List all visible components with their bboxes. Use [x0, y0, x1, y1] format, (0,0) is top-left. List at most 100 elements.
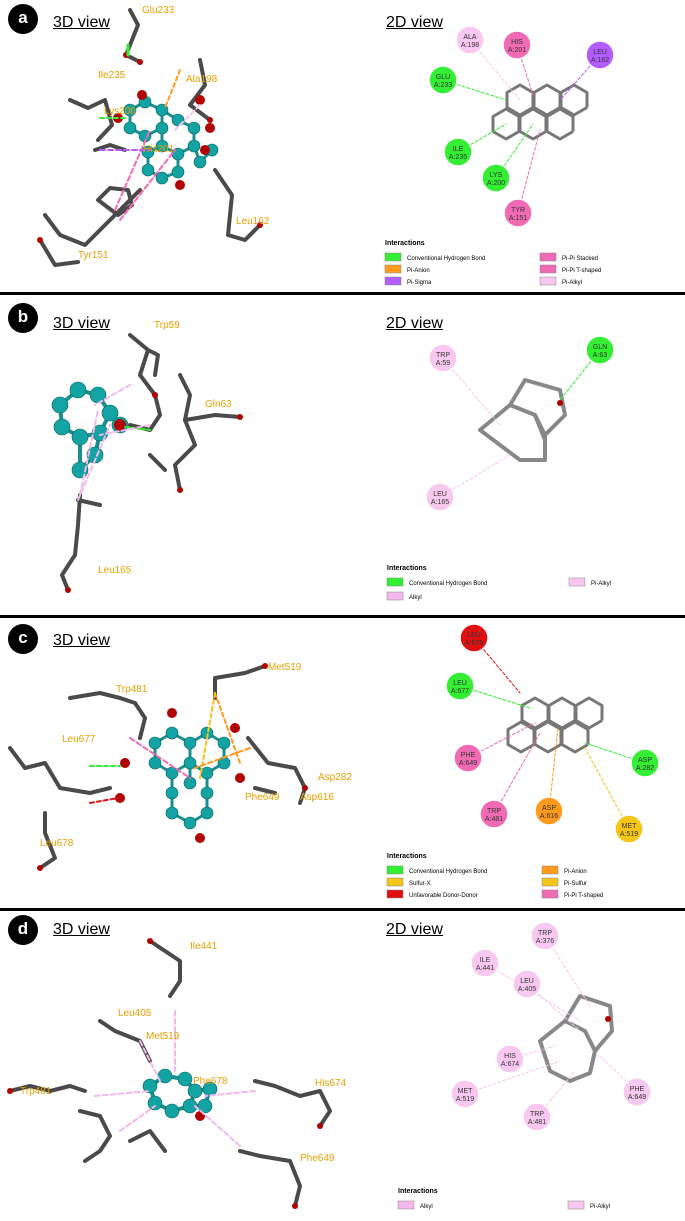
residue-node-label: A:59	[436, 360, 451, 367]
residue-node-circle	[425, 482, 455, 512]
interaction-line	[94, 384, 131, 406]
residue-node-label: ASP	[638, 757, 652, 764]
residue-label: Phe678	[193, 1076, 228, 1087]
oxygen-atom	[195, 833, 205, 843]
ligand-ring	[574, 696, 604, 730]
residue-label: His201	[143, 144, 175, 155]
residue-label: Gln63	[205, 399, 232, 410]
residue-node-label: A:441	[476, 965, 494, 972]
residue-node-label: PHE	[630, 1086, 645, 1093]
residue-label: Ala198	[186, 74, 218, 85]
residue-label: His674	[315, 1078, 347, 1089]
interaction-line	[204, 1090, 256, 1097]
legend-label: Pi-Pi Stacked	[562, 256, 598, 262]
atom-ball	[183, 816, 197, 830]
residue-node-label: HIS	[511, 39, 523, 46]
legend-swatch	[541, 889, 559, 899]
atom-ball	[155, 121, 169, 135]
oxygen-atom	[262, 663, 268, 669]
residue-node-label: TRP	[436, 352, 450, 359]
legend-swatch	[384, 252, 402, 262]
atom-ball	[200, 766, 214, 780]
atom-ball	[182, 1098, 198, 1114]
interaction-line	[194, 747, 251, 769]
residue-node-label: A:233	[434, 82, 452, 89]
atom-ball	[89, 386, 107, 404]
legend-label: Pi-Alkyl	[562, 280, 582, 286]
panel-separator	[0, 292, 685, 295]
residue-stick	[253, 1079, 332, 1128]
residue-node-label: LEU	[433, 491, 447, 498]
interaction-line	[599, 1055, 638, 1093]
legend-swatch	[386, 877, 404, 887]
residue-node-label: A:519	[620, 831, 638, 838]
residue-node-circle	[443, 137, 473, 167]
residue-node-circle	[428, 343, 458, 373]
interaction-line	[119, 149, 176, 221]
atom-ball	[155, 171, 169, 185]
oxygen-atom	[177, 487, 183, 493]
atom-ball	[200, 786, 214, 800]
residue-node-label: GLN	[593, 344, 607, 351]
legend-label: Sulfur-X	[409, 881, 431, 887]
interaction-line	[119, 1105, 156, 1132]
legend-swatch	[568, 577, 586, 587]
residue-node-label: LEU	[453, 680, 467, 687]
residue-stick	[78, 1109, 112, 1163]
interaction-line	[129, 737, 191, 779]
oxygen-atom	[167, 708, 177, 718]
residue-node-circle	[459, 623, 489, 653]
oxygen-atom	[200, 145, 210, 155]
residue-stick	[43, 188, 142, 247]
residue-label: Ile441	[190, 941, 218, 952]
legend-swatch	[541, 877, 559, 887]
residue-node-label: A:162	[591, 57, 609, 64]
interaction-line	[457, 123, 507, 153]
oxygen-atom	[317, 1123, 323, 1129]
view-3d-title: 3D view	[53, 921, 110, 938]
residue-stick	[213, 168, 262, 242]
residue-stick	[183, 413, 242, 422]
residue-label: Phe649	[300, 1153, 335, 1164]
oxygen-atom	[65, 587, 71, 593]
residue-stick	[146, 348, 160, 377]
atom-ball	[193, 155, 207, 169]
residue-label: Leu678	[40, 838, 74, 849]
residue-node-label: A:63	[593, 352, 608, 359]
oxygen-atom	[195, 95, 205, 105]
legend-swatch	[386, 577, 404, 587]
oxygen-atom	[237, 414, 243, 420]
residue-stick	[533, 413, 547, 442]
legend-title: Interactions	[387, 565, 427, 572]
residue-stick	[93, 143, 127, 152]
interaction-line	[517, 129, 541, 214]
legend-swatch	[384, 264, 402, 274]
atom-ball	[187, 139, 201, 153]
oxygen-atom	[302, 785, 308, 791]
residue-node-circle	[479, 799, 509, 829]
legend-label: Unfavorable Donor-Donor	[409, 893, 478, 899]
residue-stick	[246, 736, 307, 805]
legend-label: Pi-Anion	[564, 869, 587, 875]
residue-stick	[563, 994, 614, 1053]
view-2d-title: 2D view	[386, 315, 443, 332]
oxygen-atom	[205, 123, 215, 133]
residue-stick	[76, 498, 102, 507]
ligand-ring	[491, 107, 521, 141]
residue-node-circle	[614, 814, 644, 844]
residue-stick	[238, 1149, 302, 1208]
atom-ball	[183, 756, 197, 770]
residue-label: Glu233	[142, 5, 175, 16]
residue-node-circle	[502, 30, 532, 60]
